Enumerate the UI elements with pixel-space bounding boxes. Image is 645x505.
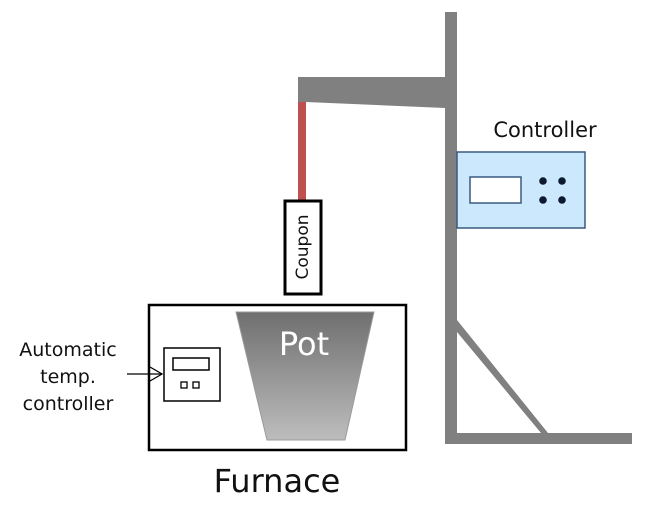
controller-button-4 bbox=[558, 196, 566, 204]
auto-temp-controller-button-2 bbox=[192, 381, 200, 389]
controller-button-3 bbox=[539, 196, 547, 204]
auto-temp-controller-box bbox=[163, 347, 221, 402]
coupon bbox=[283, 199, 323, 296]
stand-post bbox=[445, 12, 457, 444]
controller-button-1 bbox=[539, 177, 547, 185]
hanging-rod bbox=[298, 102, 306, 200]
auto-temp-label-line3: controller bbox=[23, 393, 114, 415]
auto-temp-label-line1: Automatic bbox=[19, 339, 116, 361]
coupon-label: Coupon bbox=[293, 214, 313, 279]
furnace-label: Furnace bbox=[214, 462, 341, 500]
controller-button-2 bbox=[558, 177, 566, 185]
controller-label: Controller bbox=[493, 118, 597, 142]
auto-temp-controller-display bbox=[172, 357, 210, 371]
stand-brace bbox=[457, 320, 548, 433]
stand-base bbox=[445, 433, 632, 444]
auto-temp-label-line2: temp. bbox=[40, 366, 96, 388]
pot-label: Pot bbox=[279, 325, 329, 363]
horizontal-arm bbox=[298, 77, 445, 108]
controller-display bbox=[469, 176, 522, 204]
auto-temp-arrow-head bbox=[149, 366, 164, 382]
auto-temp-controller-button-1 bbox=[180, 381, 188, 389]
pot bbox=[235, 311, 375, 441]
